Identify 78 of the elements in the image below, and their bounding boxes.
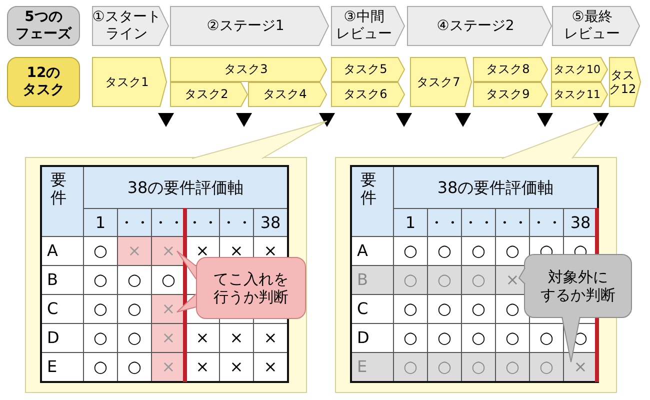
task-band: タスク9 <box>473 82 548 107</box>
table-cell: ○ <box>83 294 118 324</box>
table-cell: ○ <box>117 294 152 324</box>
table-cell: ○ <box>393 323 428 353</box>
speech-bubble: 対象外にするか判断 <box>524 254 632 318</box>
table-cell: C <box>351 294 394 324</box>
row-header: 12のタスク <box>7 57 80 107</box>
table-cell: × <box>117 236 152 266</box>
task-band: タスク6 <box>331 82 405 107</box>
table-cell: ○ <box>427 265 462 295</box>
table-cell: ・・ <box>219 208 254 237</box>
table-cell: B <box>351 265 394 295</box>
table-cell: 38 <box>253 208 288 237</box>
table-cell: B <box>41 265 84 295</box>
table-cell: ○ <box>117 323 152 353</box>
table-cell: ○ <box>495 352 530 382</box>
table-cell: ○ <box>461 236 496 266</box>
table-cell: 要件 <box>351 166 394 237</box>
table-cell: ○ <box>427 352 462 382</box>
table-cell: E <box>351 352 394 382</box>
table-cell: E <box>41 352 84 382</box>
table-cell: ○ <box>495 323 530 353</box>
table-cell: C <box>41 294 84 324</box>
task-band: タスク5 <box>331 57 405 82</box>
table-cell: 1 <box>393 208 428 237</box>
task-band: タスク2 <box>170 82 248 107</box>
table-cell: A <box>41 236 84 266</box>
table-cell: ・・ <box>529 208 564 237</box>
table-cell: × <box>253 352 288 382</box>
table-cell: ○ <box>117 265 152 295</box>
task-band: タスク8 <box>473 57 548 82</box>
table-cell: D <box>351 323 394 353</box>
table-cell: ○ <box>393 352 428 382</box>
callout-panel <box>25 157 307 393</box>
callout-panel <box>335 157 617 393</box>
table-cell: A <box>351 236 394 266</box>
table-cell: ○ <box>427 294 462 324</box>
table-cell: ○ <box>461 294 496 324</box>
table-cell: ○ <box>83 236 118 266</box>
table-cell: ○ <box>83 323 118 353</box>
table-cell: ・・ <box>117 208 152 237</box>
table-cell: ○ <box>529 352 564 382</box>
table-cell: ○ <box>461 352 496 382</box>
row-header: 5つのフェーズ <box>7 6 80 46</box>
table-cell: ・・ <box>461 208 496 237</box>
task-band: タスク7 <box>410 57 472 107</box>
phase-band: ③中間レビュー <box>331 6 405 46</box>
table-cell: ・・ <box>495 208 530 237</box>
phase-band: ④ステージ2 <box>407 6 552 46</box>
table-cell: ○ <box>461 323 496 353</box>
table-cell: 要件 <box>41 166 84 237</box>
table-cell: ○ <box>529 323 564 353</box>
phase-band: ①スタートライン <box>92 6 169 46</box>
table-cell: ○ <box>461 265 496 295</box>
table-cell: ○ <box>427 236 462 266</box>
table-cell: D <box>41 323 84 353</box>
table-cell: 1 <box>83 208 118 237</box>
task-band: タスク12 <box>609 57 641 107</box>
task-band: タスク1 <box>92 57 167 107</box>
table-cell: ○ <box>393 294 428 324</box>
table-cell: ○ <box>393 265 428 295</box>
table-cell: 38の要件評価軸 <box>393 166 598 209</box>
table-cell: 38の要件評価軸 <box>83 166 288 209</box>
table-cell: ・・ <box>427 208 462 237</box>
speech-bubble: てこ入れを行うか判断 <box>196 257 306 319</box>
table-cell: ○ <box>427 323 462 353</box>
table-cell: ○ <box>495 236 530 266</box>
table-cell: ○ <box>83 352 118 382</box>
table-cell: × <box>219 323 254 353</box>
task-band: タスク10 <box>551 57 608 82</box>
table-cell: ○ <box>83 265 118 295</box>
task-band: タスク4 <box>248 82 327 107</box>
phase-band: ⑤最終レビュー <box>552 6 640 46</box>
task-band: タスク11 <box>551 82 608 107</box>
table-cell: × <box>253 323 288 353</box>
table-cell: ○ <box>117 352 152 382</box>
table-cell: ○ <box>393 236 428 266</box>
table-cell: × <box>219 352 254 382</box>
